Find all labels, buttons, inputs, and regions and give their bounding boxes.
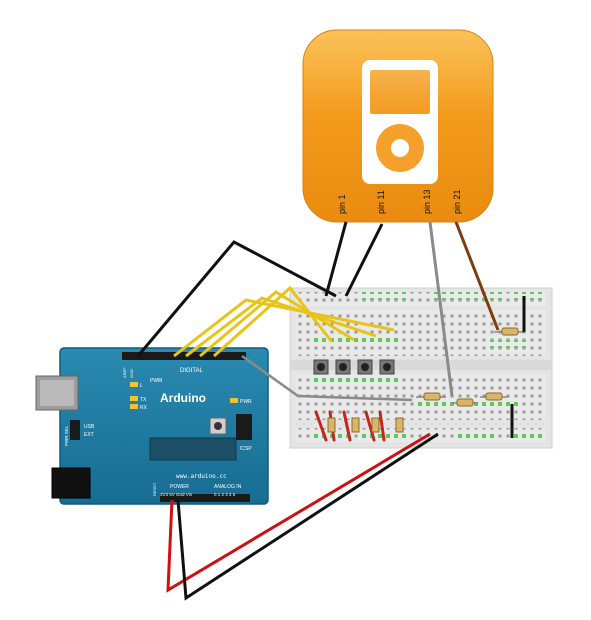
wire-ipod-pin11 [344, 223, 384, 297]
wire-ipod-pin21 [454, 221, 500, 331]
arduino-board [59, 347, 269, 505]
power-pins-label: 3V3 5V Gnd Vin [160, 492, 193, 497]
icsp-label: ICSP [240, 446, 252, 452]
push-button-4 [379, 359, 395, 375]
arduino-logo: Arduino [160, 391, 206, 405]
pwr-sel-label: PWR SEL [64, 425, 69, 446]
resistor-horizontal-1 [416, 392, 446, 401]
ipod-pin-11-label: pin 11 [376, 190, 386, 214]
usb-label: USB [84, 424, 95, 430]
ipod-pin-13-label: pin 13 [422, 189, 432, 214]
rx-label: RX [140, 405, 148, 411]
ext-label: EXT [84, 432, 94, 438]
resistor-bank [327, 417, 404, 433]
ipod-pin-21-label: pin 21 [452, 189, 462, 214]
tx-label: TX [140, 397, 147, 403]
reset-label: RESET [152, 482, 157, 496]
ipod-icon [302, 29, 494, 223]
analog-label: ANALOG IN [214, 484, 242, 490]
push-button-2 [335, 359, 351, 375]
resistor-horizontal-4 [494, 327, 524, 336]
power-jack-icon [51, 467, 91, 499]
wire-ipod-pin1 [324, 221, 348, 297]
pwr-led-label: PWR [240, 399, 252, 405]
wire-gray [241, 354, 413, 402]
wire-ipod-pin13 [428, 221, 454, 397]
resistor-horizontal-3 [480, 392, 508, 401]
push-button-1 [313, 359, 329, 375]
digital-label: DIGITAL [180, 368, 204, 374]
pwm-label: PWM [150, 378, 162, 384]
l-led-label: L [140, 383, 143, 389]
wire-5v-red [166, 432, 431, 593]
power-label: POWER [170, 484, 189, 490]
analog-pins-label: 0 1 2 3 4 5 [214, 492, 236, 497]
usb-connector-icon [35, 375, 79, 411]
wire-gnd-black [136, 240, 337, 357]
resistor-horizontal-2 [452, 398, 478, 407]
arduino-website: www.arduino.cc [176, 473, 227, 480]
gnd-label: GND [129, 369, 134, 378]
aref-label: AREF [122, 367, 127, 378]
wire-gnd-black-bottom [176, 432, 439, 601]
ipod-pin-1-label: pin 1 [337, 194, 347, 214]
wire-signal-yellow [173, 285, 395, 358]
push-button-3 [357, 359, 373, 375]
